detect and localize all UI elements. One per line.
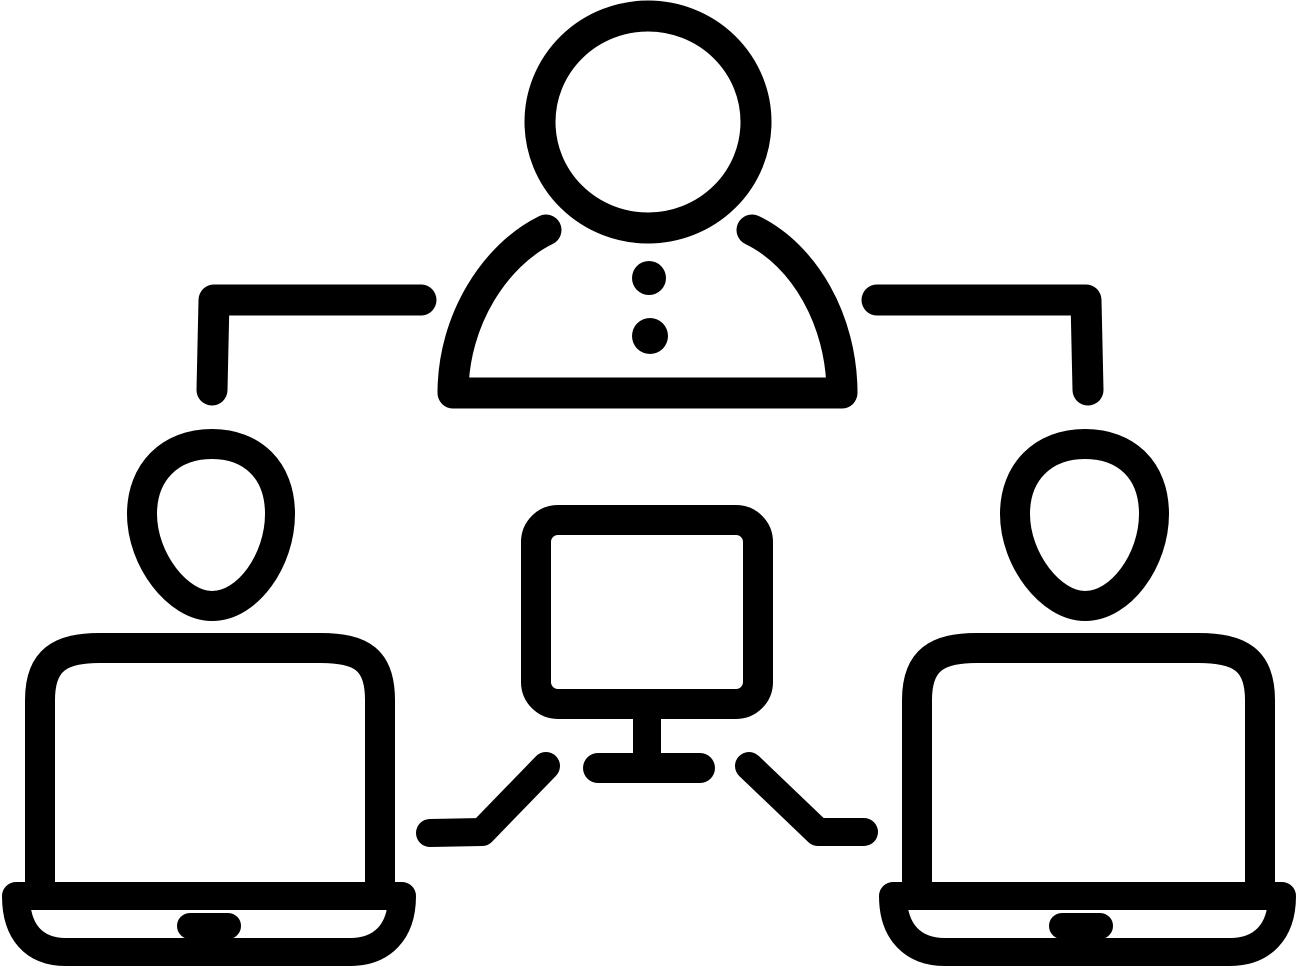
right-remote-worker-icon xyxy=(1000,429,1169,621)
central-manager-button-bottom xyxy=(632,318,668,354)
right-worker-head xyxy=(1000,429,1169,621)
left-laptop-icon xyxy=(2,633,416,966)
left-laptop-base xyxy=(2,882,416,966)
left-network-connector-line xyxy=(416,752,560,847)
left-laptop-trackpad xyxy=(177,913,241,939)
central-manager-head xyxy=(524,0,772,244)
left-remote-worker-icon xyxy=(127,429,295,621)
right-manager-connector-line xyxy=(861,284,1104,406)
right-network-connector-line xyxy=(735,752,878,846)
left-worker-head xyxy=(127,429,295,621)
right-laptop-icon xyxy=(879,633,1296,966)
left-manager-connector-line xyxy=(196,284,437,406)
central-monitor-screen xyxy=(521,505,773,719)
left-laptop-screen xyxy=(25,633,395,905)
right-laptop-trackpad xyxy=(1049,913,1113,939)
central-monitor-icon xyxy=(521,505,773,783)
central-manager-body xyxy=(437,214,858,409)
right-laptop-screen xyxy=(902,633,1275,905)
central-manager-icon xyxy=(437,0,858,409)
right-laptop-base xyxy=(879,882,1296,966)
central-manager-button-top xyxy=(632,261,666,295)
